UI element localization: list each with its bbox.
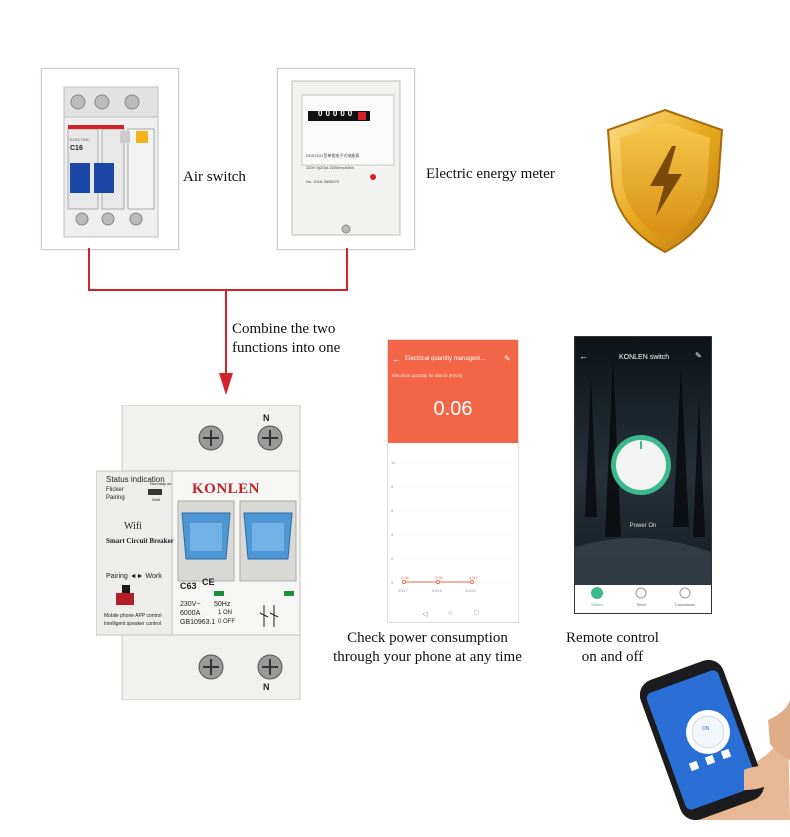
amperage-label: 6000A xyxy=(180,610,201,617)
energy-meter-illustration xyxy=(291,80,401,236)
connector-left-vertical xyxy=(88,248,90,291)
back-arrow-icon[interactable]: ← xyxy=(392,354,401,364)
air-switch-rating: C16 xyxy=(70,145,83,152)
model-label: C63 xyxy=(180,581,197,591)
combine-caption-line1: Combine the two xyxy=(232,321,336,337)
chart-y-tick: 8 xyxy=(391,484,394,489)
on-label: 1 ON xyxy=(218,610,233,616)
chart-y-tick: 2 xyxy=(391,556,394,561)
off-label: 0 OFF xyxy=(218,619,236,625)
chart-y-tick: 4 xyxy=(391,532,394,537)
tab-switch[interactable]: Switch xyxy=(591,602,603,607)
switch-edit-icon[interactable]: ✎ xyxy=(695,351,702,360)
tab-countdown[interactable]: Countdown xyxy=(674,602,696,607)
meter-reading: 00000 xyxy=(318,109,356,118)
normally-on-label: Normally on xyxy=(150,481,172,486)
usage-value: 0.06 xyxy=(433,398,473,420)
usage-chart: 10 8 6 4 2 0 0.06 03/17 0.00 03/19 0.00 03/21 xyxy=(391,460,508,593)
check-caption-line1: Check power consumption xyxy=(347,630,508,646)
chart-point xyxy=(469,579,475,585)
chart-y-tick: 10 xyxy=(391,460,396,465)
check-caption-line2: through your phone at any time xyxy=(333,649,522,665)
app-header: ← Electrical quantity managem... ✎ xyxy=(388,350,518,372)
month-label: Electrical quantity for March (KW.h) xyxy=(392,373,463,378)
switch-back-arrow-icon[interactable]: ← xyxy=(579,351,588,361)
hand-holding-phone xyxy=(640,660,790,820)
edit-icon[interactable]: ✎ xyxy=(504,354,511,363)
chart-point-label: 0.06 xyxy=(401,575,410,580)
header-title: Electrical quantity managem... xyxy=(405,356,486,362)
remote-caption-line2: on and off xyxy=(581,649,644,665)
remote-caption-line1: Remote control xyxy=(566,630,659,646)
nav-recent-icon[interactable]: □ xyxy=(474,610,479,617)
chart-x-tick: 03/19 xyxy=(432,588,443,593)
meter-specs: 220V 5(20)A 3200imp/kWh xyxy=(306,165,354,170)
chart-y-tick: 0 xyxy=(391,580,394,585)
energy-meter-caption: Electric energy meter xyxy=(426,166,555,182)
power-toggle-button[interactable] xyxy=(611,435,671,495)
switch-phone-screen: ← KONLEN switch ✎ Power On Switch Timer … xyxy=(574,336,712,614)
nav-back-icon[interactable]: ◁ xyxy=(422,611,428,618)
wait-label: Wait xyxy=(152,497,160,502)
meter-model: DDS1531型单相电子式电能表 xyxy=(306,153,360,158)
ce-mark: CE xyxy=(202,577,215,587)
switch-header-title: KONLEN switch xyxy=(619,354,670,361)
status-indication-label: Status indication xyxy=(106,475,165,484)
voltage-label: 230V~ xyxy=(180,601,201,608)
chart-point xyxy=(401,579,407,585)
air-switch-brand: ELECTRIC xyxy=(70,137,90,142)
chart-point-label: 0.00 xyxy=(435,575,444,580)
meter-serial: No. 2016-0636072 xyxy=(306,179,340,184)
arrow-down-icon xyxy=(219,373,233,395)
energy-meter-photo: 00000 DDS1531型单相电子式电能表 220V 5(20)A 3200i… xyxy=(277,68,415,250)
shield-lightning-icon xyxy=(606,108,724,254)
combine-caption-line2: functions into one xyxy=(232,340,341,356)
chart-point-label: 0.00 xyxy=(469,575,478,580)
hand-phone-on-label: ON xyxy=(702,726,710,732)
smart-breaker: Status indication Flicker Pairing Normal… xyxy=(96,405,318,700)
air-switch-illustration xyxy=(63,86,159,238)
gb-label: GB10963.1 xyxy=(180,619,216,626)
chart-point xyxy=(435,579,441,585)
flicker-label: Flicker xyxy=(106,487,124,493)
chart-y-tick: 6 xyxy=(391,508,394,513)
mobile-app-label: Mobile phone APP control xyxy=(104,613,162,619)
energy-phone-screen: ← Electrical quantity managem... ✎ Elect… xyxy=(387,339,519,623)
smart-breaker-label: Smart Circuit Breaker xyxy=(106,537,174,545)
frequency-label: 50Hz xyxy=(214,601,231,608)
neutral-top-label: N xyxy=(263,413,270,423)
connector-right-vertical xyxy=(346,248,348,291)
air-switch-caption: Air switch xyxy=(183,169,246,185)
speaker-label: Intelligent speaker control xyxy=(104,621,161,627)
power-status-label: Power On xyxy=(629,523,657,529)
air-switch-photo: ELECTRIC C16 xyxy=(41,68,179,250)
connector-center-vertical xyxy=(225,289,227,375)
chart-x-tick: 03/17 xyxy=(398,588,409,593)
brand-logo: KONLEN xyxy=(192,481,261,497)
chart-x-tick: 03/21 xyxy=(466,588,477,593)
nav-bar: ◁ ○ □ xyxy=(388,608,518,622)
usage-panel: Electrical quantity for March (KW.h) 0.0… xyxy=(388,372,518,443)
pairing-row-label: Pairing xyxy=(106,495,125,501)
neutral-bottom-label: N xyxy=(263,682,270,692)
tab-timer[interactable]: Timer xyxy=(635,602,647,607)
wifi-label: Wifi xyxy=(124,521,142,532)
connector-horizontal xyxy=(88,289,348,291)
pairing-work-label: Pairing ◄► Work xyxy=(106,573,162,580)
status-bar xyxy=(388,340,518,350)
nav-home-icon[interactable]: ○ xyxy=(448,610,453,617)
